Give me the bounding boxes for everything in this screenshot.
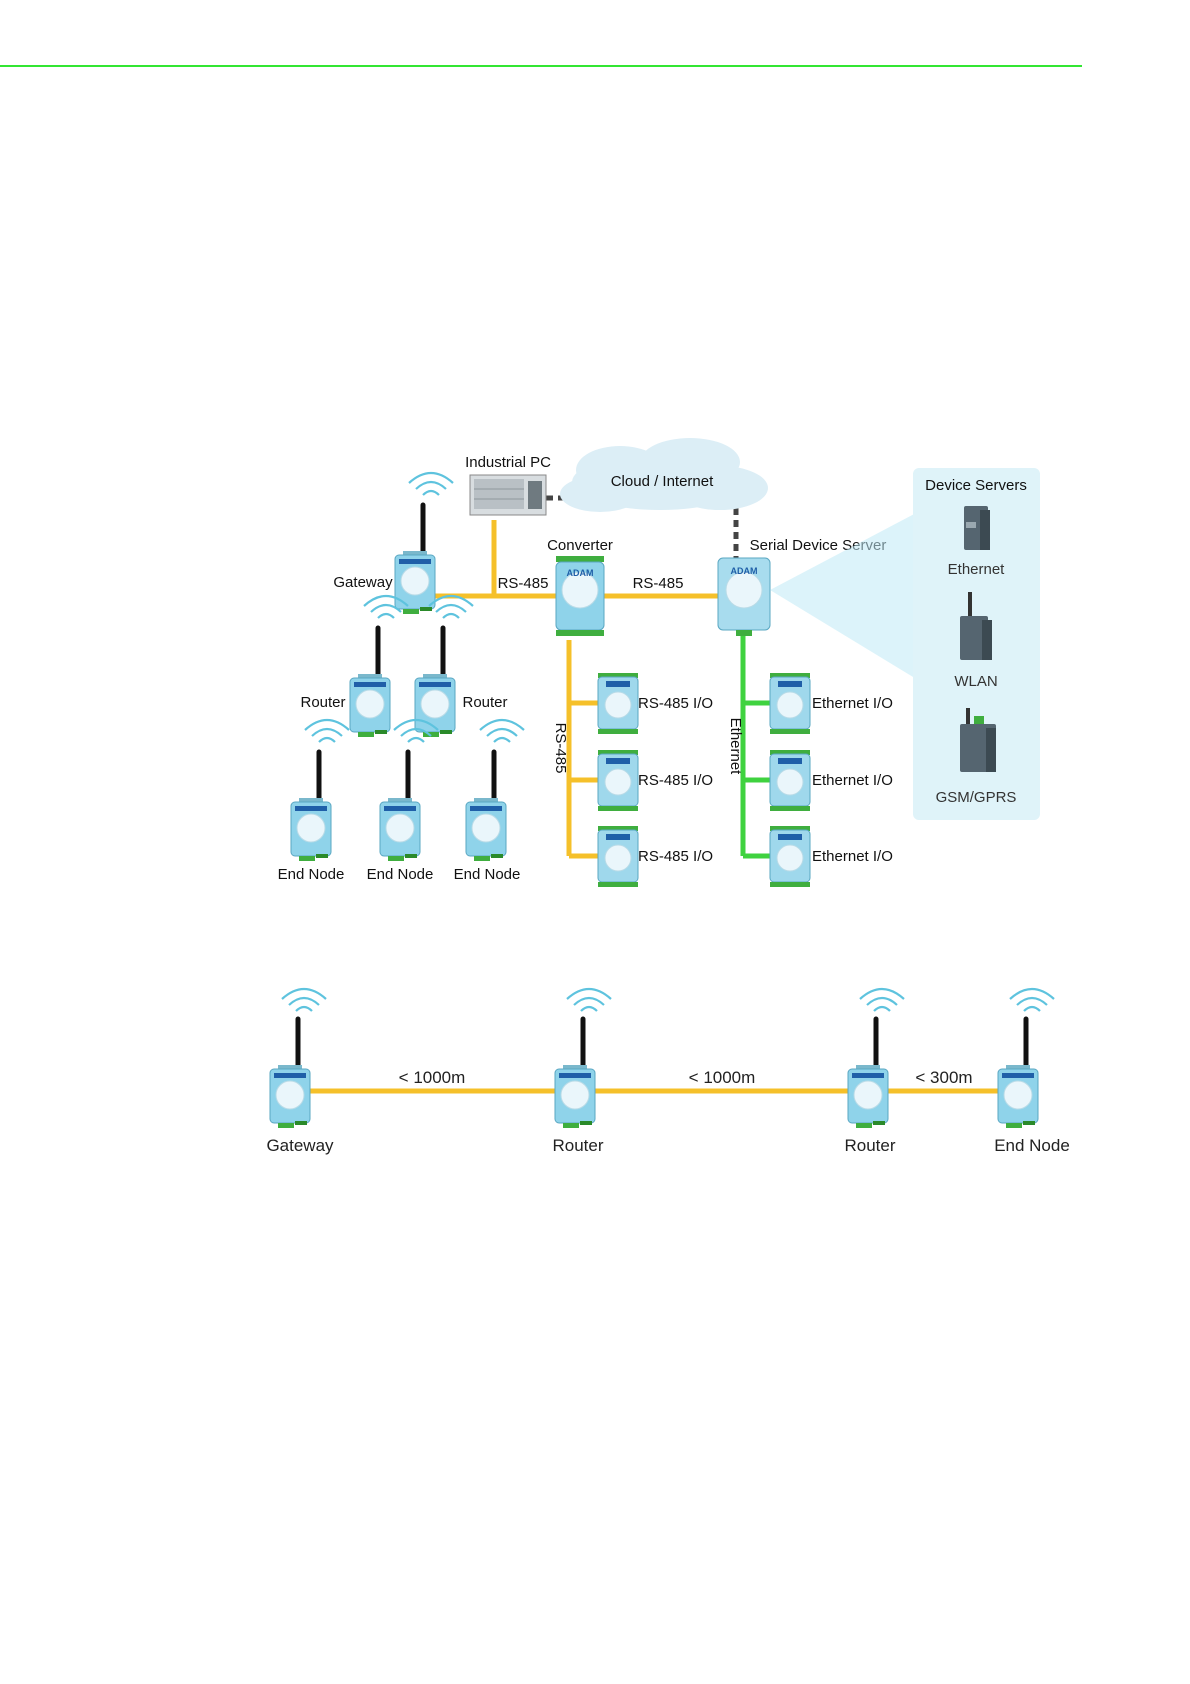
industrial-pc-label: Industrial PC: [465, 454, 551, 471]
ethernet-server-icon: [964, 506, 990, 550]
gsm-server-icon: [960, 708, 996, 772]
converter-device: ADAM: [555, 556, 605, 636]
rs485-io-label-2: RS-485 I/O: [638, 772, 713, 789]
ethernet-io-label-3: Ethernet I/O: [812, 848, 893, 865]
device-server-wlan: WLAN: [954, 673, 997, 690]
range-node-label-2: Router: [552, 1136, 603, 1155]
rs485-io-label-3: RS-485 I/O: [638, 848, 713, 865]
range-distance-3: < 300m: [915, 1068, 972, 1087]
router-device: [415, 594, 475, 737]
ethernet-io-module: [769, 749, 811, 812]
ethernet-label-vertical: Ethernet: [727, 718, 744, 776]
header-rule: [0, 65, 1082, 67]
gateway-device: [395, 471, 455, 614]
end-node-label-1: End Node: [278, 866, 345, 883]
rs485-io-module: [597, 749, 639, 812]
router-label-right: Router: [462, 694, 507, 711]
range-node-label-4: End Node: [994, 1136, 1070, 1155]
rs485-label-left: RS-485: [498, 575, 549, 592]
industrial-pc: [469, 474, 547, 516]
device-servers-beam: [770, 512, 918, 680]
rs485-io-module: [597, 825, 639, 888]
wlan-server-icon: [960, 592, 992, 660]
end-node-label-3: End Node: [454, 866, 521, 883]
rs485-io-label-1: RS-485 I/O: [638, 695, 713, 712]
rs485-label-right: RS-485: [633, 575, 684, 592]
cloud-internet: Cloud / Internet: [560, 438, 768, 512]
ethernet-io-label-1: Ethernet I/O: [812, 695, 893, 712]
converter-label: Converter: [547, 537, 613, 554]
range-node-label-1: Gateway: [266, 1136, 334, 1155]
serial-device-server: ADAM: [717, 557, 771, 636]
end-node-device: [291, 718, 351, 861]
device-servers-panel: Device Servers Ethernet WLAN GSM/GPRS: [913, 468, 1040, 820]
device-server-ethernet: Ethernet: [948, 561, 1006, 578]
range-gateway-device: [270, 987, 328, 1128]
converter-brand: ADAM: [567, 568, 594, 578]
device-server-gsm: GSM/GPRS: [936, 789, 1017, 806]
device-servers-title: Device Servers: [925, 477, 1027, 494]
range-router-device-2: [848, 987, 906, 1128]
cloud-label: Cloud / Internet: [611, 473, 714, 490]
rs485-label-vertical: RS-485: [552, 723, 569, 774]
range-router-device-1: [555, 987, 613, 1128]
range-distance-1: < 1000m: [399, 1068, 466, 1087]
router-device: [350, 594, 410, 737]
range-node-label-3: Router: [844, 1136, 895, 1155]
ethernet-io-label-2: Ethernet I/O: [812, 772, 893, 789]
range-diagram: < 1000m < 1000m < 300m Gateway Router Ro…: [266, 987, 1070, 1155]
end-node-device: [380, 718, 440, 861]
router-label-left: Router: [300, 694, 345, 711]
end-node-device: [466, 718, 526, 861]
rs485-io-module: [597, 672, 639, 735]
range-end-node-device: [998, 987, 1056, 1128]
ethernet-io-module: [769, 672, 811, 735]
gateway-label: Gateway: [333, 574, 393, 591]
range-distance-2: < 1000m: [689, 1068, 756, 1087]
server-brand: ADAM: [731, 566, 758, 576]
ethernet-io-module: [769, 825, 811, 888]
end-node-label-2: End Node: [367, 866, 434, 883]
